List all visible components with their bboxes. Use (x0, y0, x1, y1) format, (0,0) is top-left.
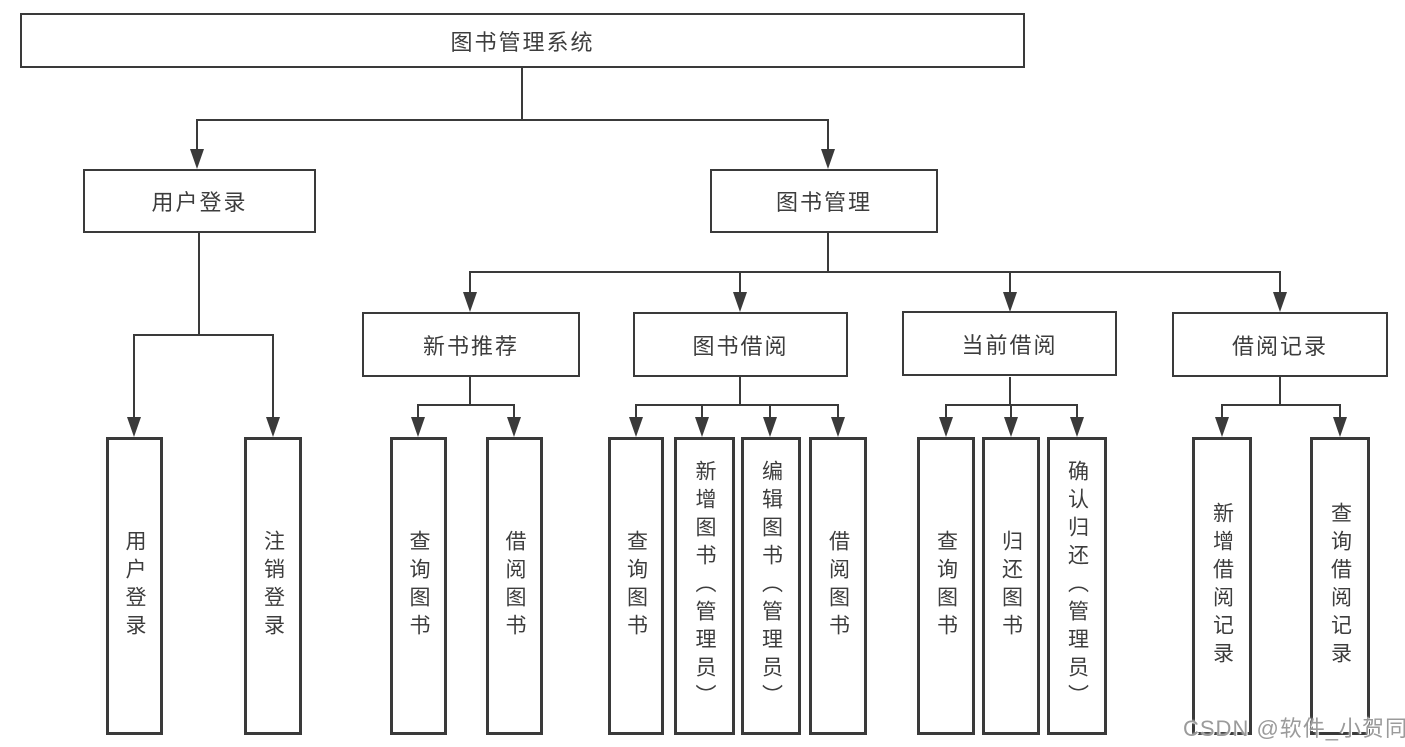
arrowhead-down-icon (831, 417, 845, 437)
arrowhead-down-icon (1273, 292, 1287, 312)
connector-line (133, 334, 274, 336)
connector-line (198, 233, 200, 335)
arrowhead-down-icon (763, 417, 777, 437)
connector-line (1221, 404, 1223, 418)
arrowhead-down-icon (939, 417, 953, 437)
node-label: 图书管理系统 (450, 29, 595, 55)
arrowhead-down-icon (733, 292, 747, 312)
node-leaf-add-books-admin: 新增图书（管理员） (674, 437, 735, 735)
node-current-borrow: 当前借阅 (902, 311, 1117, 376)
node-leaf-borrow-books-recommend: 借阅图书 (486, 437, 543, 735)
node-leaf-logout: 注销登录 (244, 437, 302, 735)
node-leaf-query-books-borrow: 查询图书 (608, 437, 664, 735)
node-label: 归还图书 (999, 530, 1023, 642)
node-label: 查询图书 (624, 530, 648, 642)
arrowhead-down-icon (1004, 417, 1018, 437)
node-book-management: 图书管理 (710, 169, 938, 233)
node-label: 借阅图书 (826, 530, 850, 642)
connector-line (635, 404, 839, 406)
node-label: 新增借阅记录 (1210, 502, 1234, 670)
connector-line (739, 271, 741, 294)
node-borrow-record: 借阅记录 (1172, 312, 1388, 377)
node-leaf-user-login: 用户登录 (106, 437, 163, 735)
connector-line (196, 119, 198, 151)
connector-line (1279, 377, 1281, 405)
connector-line (469, 271, 1281, 273)
connector-line (196, 119, 829, 121)
node-label: 编辑图书（管理员） (759, 460, 783, 712)
connector-line (827, 233, 829, 272)
node-leaf-confirm-return-admin: 确认归还（管理员） (1047, 437, 1107, 735)
connector-line (701, 404, 703, 418)
connector-line (1010, 404, 1012, 418)
node-label: 图书借阅 (692, 333, 789, 359)
arrowhead-down-icon (266, 417, 280, 437)
arrowhead-down-icon (411, 417, 425, 437)
arrowhead-down-icon (463, 292, 477, 312)
node-leaf-query-borrow-record: 查询借阅记录 (1310, 437, 1370, 735)
node-label: 当前借阅 (961, 332, 1058, 358)
connector-line (513, 404, 515, 418)
node-label: 注销登录 (261, 530, 285, 642)
connector-line (769, 404, 771, 418)
node-label: 查询借阅记录 (1328, 502, 1352, 670)
connector-line (635, 404, 637, 418)
node-label: 借阅图书 (503, 530, 526, 642)
arrowhead-down-icon (507, 417, 521, 437)
node-label: 确认归还（管理员） (1065, 460, 1089, 712)
node-label: 新书推荐 (422, 333, 519, 359)
node-leaf-return-books: 归还图书 (982, 437, 1040, 735)
node-root-library-system: 图书管理系统 (20, 13, 1025, 68)
node-label: 用户登录 (151, 190, 248, 215)
connector-line (133, 334, 135, 419)
node-leaf-add-borrow-record: 新增借阅记录 (1192, 437, 1252, 735)
connector-line (1009, 271, 1011, 294)
connector-line (469, 271, 471, 294)
node-label: 借阅记录 (1231, 333, 1328, 359)
csdn-watermark: CSDN @软件_小贺同学 (1183, 716, 1405, 741)
arrowhead-down-icon (695, 417, 709, 437)
arrowhead-down-icon (1003, 292, 1017, 312)
node-book-borrow: 图书借阅 (633, 312, 848, 377)
arrowhead-down-icon (821, 149, 835, 169)
node-label: 查询图书 (407, 530, 430, 642)
node-label: 查询图书 (934, 530, 958, 642)
arrowhead-down-icon (1215, 417, 1229, 437)
node-leaf-query-books-current: 查询图书 (917, 437, 975, 735)
connector-line (521, 68, 523, 120)
node-user-login: 用户登录 (83, 169, 316, 233)
connector-line (739, 377, 741, 405)
arrowhead-down-icon (127, 417, 141, 437)
node-leaf-edit-books-admin: 编辑图书（管理员） (741, 437, 801, 735)
connector-line (1221, 404, 1341, 406)
connector-line (417, 404, 515, 406)
connector-line (469, 377, 471, 405)
connector-line (827, 119, 829, 151)
arrowhead-down-icon (1070, 417, 1084, 437)
connector-line (417, 404, 419, 418)
node-label: 图书管理 (775, 190, 872, 215)
arrowhead-down-icon (190, 149, 204, 169)
connector-line (945, 404, 947, 418)
node-label: 新增图书（管理员） (693, 460, 716, 712)
node-new-book-recommend: 新书推荐 (362, 312, 580, 377)
connector-line (1009, 377, 1011, 405)
node-leaf-query-books-recommend: 查询图书 (390, 437, 447, 735)
arrowhead-down-icon (629, 417, 643, 437)
node-label: 用户登录 (123, 530, 146, 642)
connector-line (1076, 404, 1078, 418)
connector-line (272, 334, 274, 419)
node-leaf-borrow-books: 借阅图书 (809, 437, 867, 735)
arrowhead-down-icon (1333, 417, 1347, 437)
connector-line (837, 404, 839, 418)
connector-line (1339, 404, 1341, 418)
connector-line (1279, 271, 1281, 294)
